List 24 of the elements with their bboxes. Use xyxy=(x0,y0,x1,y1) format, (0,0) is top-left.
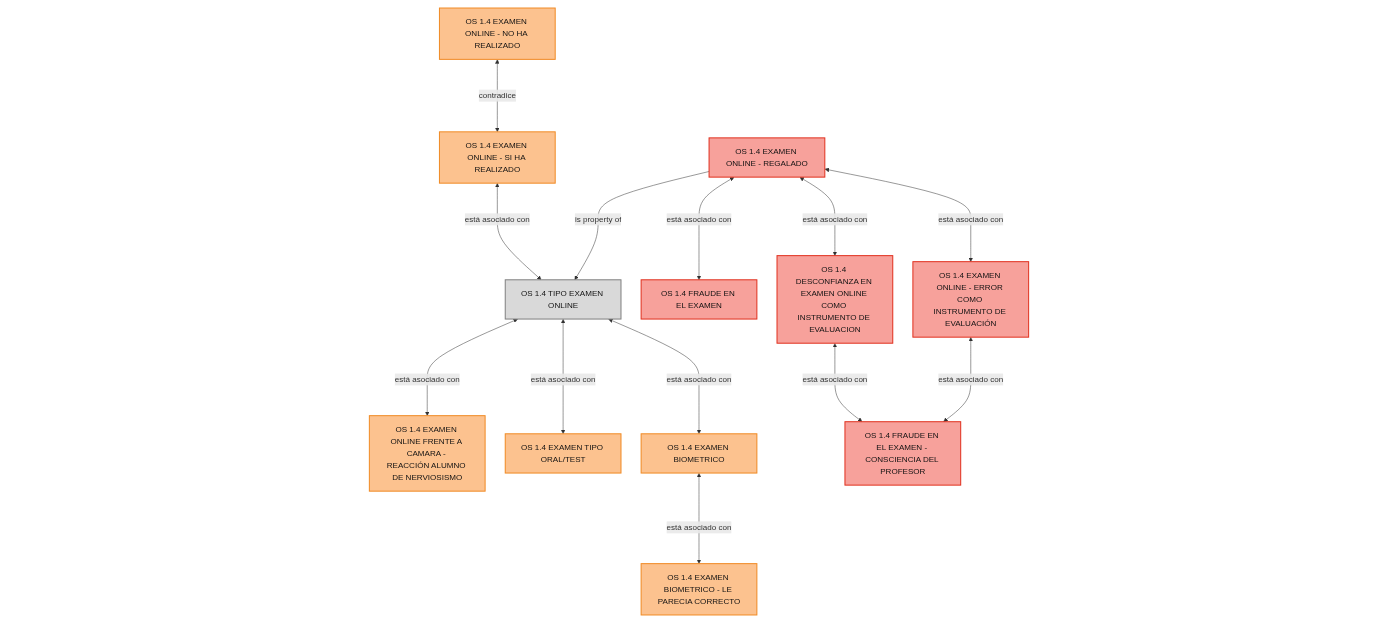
node-box: OS 1.4 FRAUDE EN EL EXAMEN - CONSCIENCIA DEL PROFESOR xyxy=(843,421,961,486)
edge-label: está asociado con xyxy=(801,214,867,224)
node-box: OS 1.4 EXAMEN ONLINE - ERROR COMO INSTRUMENTO DE EVALUACIÓN xyxy=(911,261,1029,338)
edge-label: contradice xyxy=(478,91,516,100)
node-box: OS 1.4 EXAMEN ONLINE - REGALADO xyxy=(708,137,825,178)
node-box: OS 1.4 FRAUDE EN EL EXAMEN xyxy=(640,279,757,320)
node-box: OS 1.4 DESCONFIANZA EN EXAMEN ONLINE COMO INSTRUMENTO DE EVALUACION xyxy=(776,255,893,344)
edge-label: está asociado con xyxy=(530,374,596,384)
edge-label: está asociado con xyxy=(801,374,867,384)
edge-label: está asociado con xyxy=(937,374,1003,384)
edge-label: está asociado con xyxy=(666,374,731,384)
edge-label: está asociado con xyxy=(394,374,460,384)
node-box: OS 1.4 TIPO EXAMEN ONLINE xyxy=(504,279,621,320)
node-box: OS 1.4 EXAMEN BIOMETRICO xyxy=(640,433,757,474)
node-box: OS 1.4 EXAMEN ONLINE - SI HA REALIZADO xyxy=(438,131,556,184)
node-box: OS 1.4 EXAMEN ONLINE FRENTE A CAMARA - REACCIÓN ALUMNO DE NERVIOSISMO xyxy=(368,415,486,492)
edge-label: está asociado con xyxy=(464,214,530,224)
node-box: OS 1.4 EXAMEN ONLINE - NO HA REALIZADO xyxy=(438,7,556,60)
edge-label: está asociado con xyxy=(666,522,731,532)
edge-label: is property of xyxy=(574,214,621,224)
node-box: OS 1.4 EXAMEN TIPO ORAL/TEST xyxy=(504,433,621,474)
edge-label: está asociado con xyxy=(666,214,731,224)
node-box: OS 1.4 EXAMEN BIOMETRICO - LE PARECIA CORRECTO xyxy=(640,563,757,616)
edge-label: está asociado con xyxy=(937,214,1003,224)
